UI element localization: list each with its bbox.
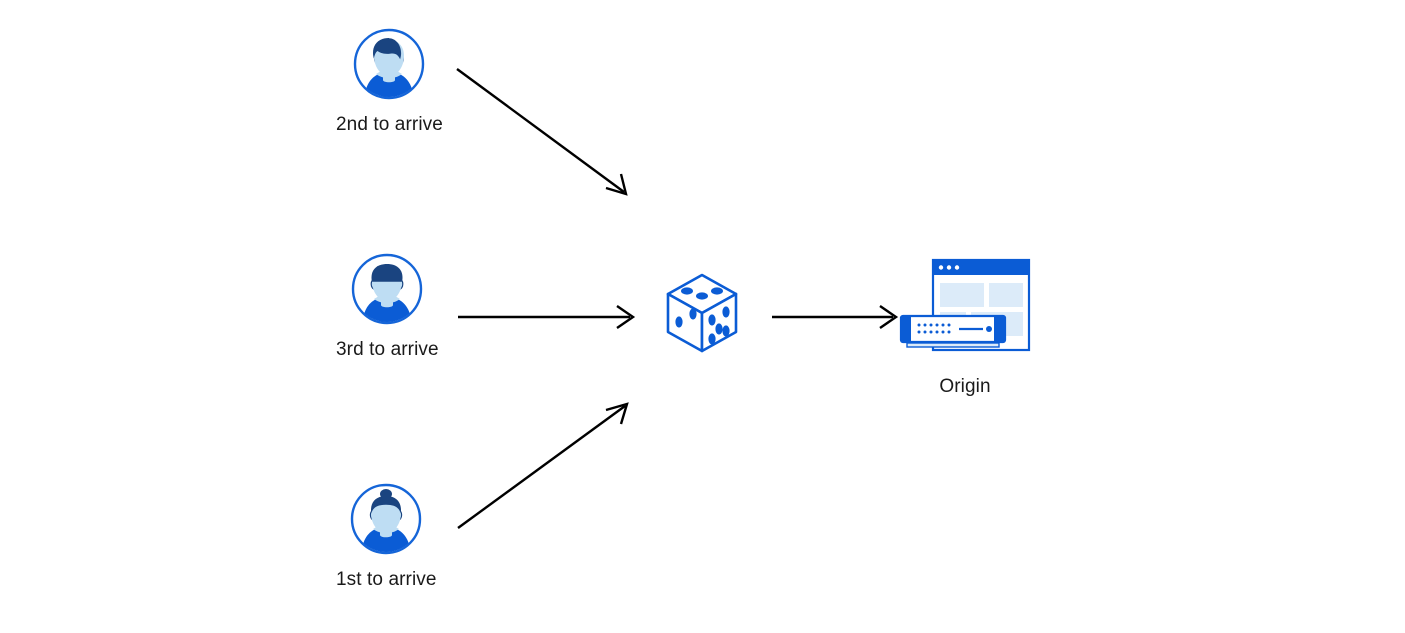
arrow-2nd-to-dice bbox=[456, 68, 628, 196]
client-label-3rd: 3rd to arrive bbox=[336, 339, 439, 360]
origin-label: Origin bbox=[939, 376, 991, 397]
arrow-1st-to-dice bbox=[457, 402, 629, 529]
client-label-2nd: 2nd to arrive bbox=[336, 114, 443, 135]
user-avatar-icon bbox=[351, 253, 423, 325]
user-avatar-icon bbox=[353, 28, 425, 100]
client-node-3rd[interactable]: 3rd to arrive bbox=[336, 253, 439, 361]
client-label-1st: 1st to arrive bbox=[336, 569, 437, 590]
origin-node[interactable]: Origin bbox=[899, 258, 1031, 398]
dice-icon bbox=[654, 265, 750, 361]
random-selector-node[interactable] bbox=[654, 265, 750, 361]
server-device-icon bbox=[899, 314, 1007, 348]
client-node-2nd[interactable]: 2nd to arrive bbox=[336, 28, 443, 136]
arrow-dice-to-origin bbox=[772, 305, 899, 329]
origin-server-icon bbox=[899, 258, 1031, 362]
arrow-3rd-to-dice bbox=[458, 305, 636, 329]
client-node-1st[interactable]: 1st to arrive bbox=[336, 483, 437, 591]
user-avatar-icon bbox=[350, 483, 422, 555]
